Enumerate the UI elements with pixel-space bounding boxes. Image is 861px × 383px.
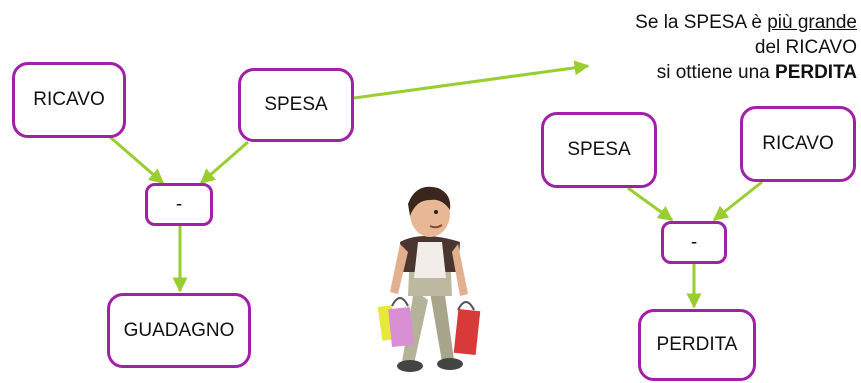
minus-operator-box-right: -: [661, 221, 727, 264]
spesa-label-left: SPESA: [264, 94, 328, 115]
arrow-ricavo-to-minus-right: [712, 180, 763, 222]
note-line-2: del RICAVO: [575, 35, 857, 60]
minus-operator-box-left: -: [145, 183, 213, 226]
arrow-spesa-to-minus-left: [199, 140, 249, 185]
ricavo-box-right: RICAVO: [740, 106, 856, 182]
spesa-box-left: SPESA: [238, 68, 354, 142]
minus-operator-left: -: [175, 193, 183, 215]
shopper-with-bags-icon: [377, 186, 481, 372]
note-line-1: Se la SPESA è più grande: [575, 10, 857, 35]
explanation-text: Se la SPESA è più grande del RICAVO si o…: [575, 10, 857, 85]
guadagno-label: GUADAGNO: [123, 319, 235, 341]
note-line-2-text: del RICAVO: [754, 37, 857, 58]
perdita-label: PERDITA: [656, 334, 738, 355]
ricavo-box-left: RICAVO: [12, 62, 126, 138]
note-line-3-start: si ottiene una: [656, 62, 776, 83]
spesa-label-right: SPESA: [567, 139, 631, 160]
perdita-box: PERDITA: [638, 309, 756, 381]
minus-operator-right: -: [690, 231, 698, 253]
spesa-box-right: SPESA: [541, 112, 657, 188]
guadagno-box: GUADAGNO: [107, 293, 251, 368]
ricavo-label-right: RICAVO: [762, 133, 834, 154]
note-line-1-start: Se la SPESA è: [635, 12, 768, 33]
note-line-3: si ottiene una PERDITA: [575, 60, 857, 85]
arrow-spesa-to-minus-right: [627, 186, 674, 222]
arrow-spesa-to-note: [353, 60, 590, 100]
note-underlined-text: più grande: [767, 12, 857, 33]
note-bold-perdita: PERDITA: [775, 62, 857, 83]
arrow-ricavo-to-minus-left: [109, 135, 165, 185]
ricavo-label-left: RICAVO: [33, 89, 105, 110]
